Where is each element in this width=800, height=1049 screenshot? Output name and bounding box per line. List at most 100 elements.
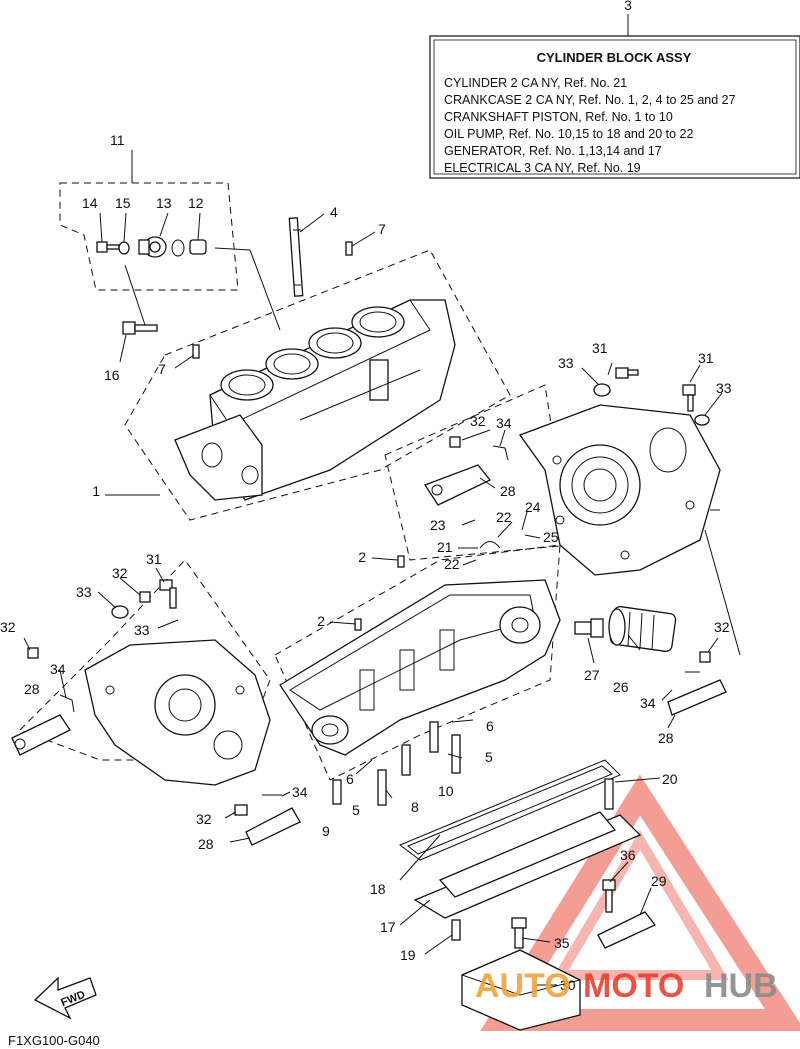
right-cover-assembly xyxy=(518,404,721,576)
watermark-hub: HUB xyxy=(704,967,778,1005)
callout-36: 36 xyxy=(620,847,636,863)
callout-28d: 28 xyxy=(658,730,674,746)
pins-2 xyxy=(354,555,405,631)
watermark-auto: AUTO xyxy=(475,967,571,1005)
plug-12 xyxy=(189,239,207,255)
callout-35: 35 xyxy=(554,935,570,951)
cap-13 xyxy=(138,236,167,258)
callout-33c: 33 xyxy=(76,584,92,600)
oil-pan-17 xyxy=(413,778,642,919)
bolt-32-e xyxy=(139,591,151,603)
callout-15: 15 xyxy=(115,195,131,211)
legend-line-2: CRANKCASE 2 CA NY, Ref. No. 1, 2, 4 to 2… xyxy=(444,93,736,107)
callout-29: 29 xyxy=(651,873,667,889)
callout-9: 9 xyxy=(322,823,330,839)
callout-33d: 33 xyxy=(134,622,150,638)
bolt-32-b xyxy=(27,647,39,659)
callout-5b: 5 xyxy=(352,802,360,818)
legend-line-3: CRANKSHAFT PISTON, Ref. No. 1 to 10 xyxy=(444,110,673,124)
callout-28b: 28 xyxy=(24,681,40,697)
callout-30: 30 xyxy=(560,977,576,993)
dowel-pin-7-left xyxy=(192,344,200,359)
bolts-5-8-10 xyxy=(332,721,461,806)
bolt-19 xyxy=(451,919,461,941)
callout-4: 4 xyxy=(330,204,338,220)
callout-14: 14 xyxy=(82,195,98,211)
bracket-28-left xyxy=(11,714,71,756)
callout-31c: 31 xyxy=(146,551,162,567)
legend-line-5: GENERATOR, Ref. No. 1,13,14 and 17 xyxy=(444,144,662,158)
callout-13: 13 xyxy=(156,195,172,211)
oil-pan-30 xyxy=(460,949,582,1031)
bolt-31-upper xyxy=(615,367,639,379)
callout-1: 1 xyxy=(92,483,100,499)
legend-box: 3 CYLINDER BLOCK ASSY CYLINDER 2 CA NY, … xyxy=(429,0,800,179)
callout-7a: 7 xyxy=(378,221,386,237)
stud-bolt-4 xyxy=(288,217,304,297)
hose-34 xyxy=(59,445,700,796)
callout-16: 16 xyxy=(104,367,120,383)
legend-line-1: CYLINDER 2 CA NY, Ref. No. 21 xyxy=(444,76,627,90)
callout-33b: 33 xyxy=(716,380,732,396)
callout-7b: 7 xyxy=(158,361,166,377)
bolt-36 xyxy=(602,879,616,913)
union-bolt-27 xyxy=(574,618,604,638)
callout-11: 11 xyxy=(110,132,125,148)
callout-32a: 32 xyxy=(470,413,486,429)
bracket-28-upper xyxy=(424,464,492,506)
callout-32e: 32 xyxy=(112,565,128,581)
bolt-31-left xyxy=(159,579,177,609)
washer-33-a xyxy=(593,383,611,397)
watermark-logo xyxy=(480,774,800,1031)
callout-28c: 28 xyxy=(198,836,214,852)
bolt-35 xyxy=(511,917,527,949)
bracket-28-bottom xyxy=(245,807,301,846)
legend-line-4: OIL PUMP, Ref. No. 10,15 to 18 and 20 to… xyxy=(444,127,694,141)
callout-6a: 6 xyxy=(486,718,494,734)
callout-20: 20 xyxy=(662,771,678,787)
callout-19: 19 xyxy=(400,947,416,963)
diagram-code: F1XG100-G040 xyxy=(8,1033,100,1048)
callout-32d: 32 xyxy=(714,619,730,635)
bolt-32-d xyxy=(699,651,711,663)
watermark-moto: MOTO xyxy=(583,967,684,1005)
callout-34a: 34 xyxy=(496,415,512,431)
callout-8: 8 xyxy=(411,799,419,815)
washer-33-c xyxy=(111,605,129,619)
legend-title: CYLINDER BLOCK ASSY xyxy=(537,50,692,65)
bolt-32-a xyxy=(449,436,461,448)
callout-33a: 33 xyxy=(558,355,574,371)
cylinder-block xyxy=(174,299,456,501)
watermark-text: AUTO MOTO HUB xyxy=(475,967,778,1005)
callout-22b: 22 xyxy=(444,556,460,572)
o-ring-13 xyxy=(171,239,185,257)
legend-line-6: ELECTRICAL 3 CA NY, Ref. No. 19 xyxy=(444,161,641,175)
dowel-pin-7-right xyxy=(345,241,353,256)
callout-17: 17 xyxy=(380,919,396,935)
callout-24: 24 xyxy=(525,499,541,515)
callout-2b: 2 xyxy=(317,613,325,629)
callout-28a: 28 xyxy=(500,483,516,499)
oil-strainer-20 xyxy=(604,778,614,810)
callout-34d: 34 xyxy=(640,695,656,711)
callout-31a: 31 xyxy=(592,340,608,356)
callout-32c: 32 xyxy=(196,811,212,827)
legend-ref-number: 3 xyxy=(624,0,632,13)
callout-numbers: 1 2 2 4 5 5 5 6 6 7 7 8 9 10 11 12 13 14… xyxy=(0,132,732,993)
callout-27: 27 xyxy=(584,667,600,683)
callout-31b: 31 xyxy=(698,350,714,366)
bracket-29 xyxy=(597,911,657,949)
callout-22a: 22 xyxy=(496,509,512,525)
bolt-14 xyxy=(96,241,120,253)
callout-25: 25 xyxy=(543,529,559,545)
callout-32b: 32 xyxy=(0,619,16,635)
callout-6b: 6 xyxy=(346,771,354,787)
crankcase-lower xyxy=(279,579,561,756)
washer-33-b xyxy=(694,414,710,426)
callout-10: 10 xyxy=(438,783,454,799)
callout-26: 26 xyxy=(613,679,629,695)
oil-filter-26 xyxy=(608,605,677,653)
bracket-28-right xyxy=(667,679,727,716)
bolt-32-c xyxy=(234,804,248,816)
